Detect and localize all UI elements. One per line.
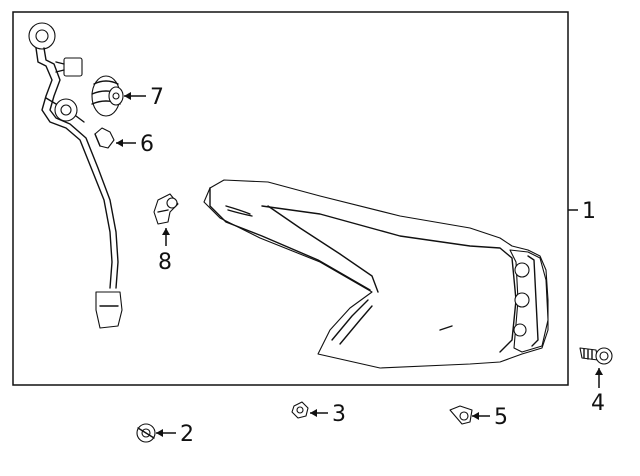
- arrow-8: [162, 228, 170, 235]
- label-1: 1: [582, 199, 596, 224]
- arrow-2: [156, 429, 163, 437]
- socket-8: [153, 193, 179, 225]
- screw-2: [136, 423, 156, 443]
- label-3: 3: [332, 402, 346, 427]
- arrow-4: [595, 368, 603, 375]
- tail-lamp-housing: [203, 179, 549, 369]
- assembly-frame: [12, 11, 569, 386]
- bolt-4: [579, 347, 613, 365]
- bulb-6: [94, 127, 115, 149]
- arrow-6: [116, 139, 123, 147]
- label-4: 4: [591, 391, 605, 416]
- arrow-7: [124, 92, 131, 100]
- label-7: 7: [150, 85, 164, 110]
- wiring-harness: [28, 22, 123, 329]
- label-2: 2: [180, 422, 194, 447]
- label-8: 8: [158, 250, 172, 275]
- arrow-3: [310, 409, 317, 417]
- clip-5: [449, 405, 473, 425]
- nut-3: [291, 401, 309, 419]
- arrow-5: [472, 412, 479, 420]
- label-5: 5: [494, 405, 508, 430]
- label-6: 6: [140, 132, 154, 157]
- grommet-7: [91, 75, 124, 117]
